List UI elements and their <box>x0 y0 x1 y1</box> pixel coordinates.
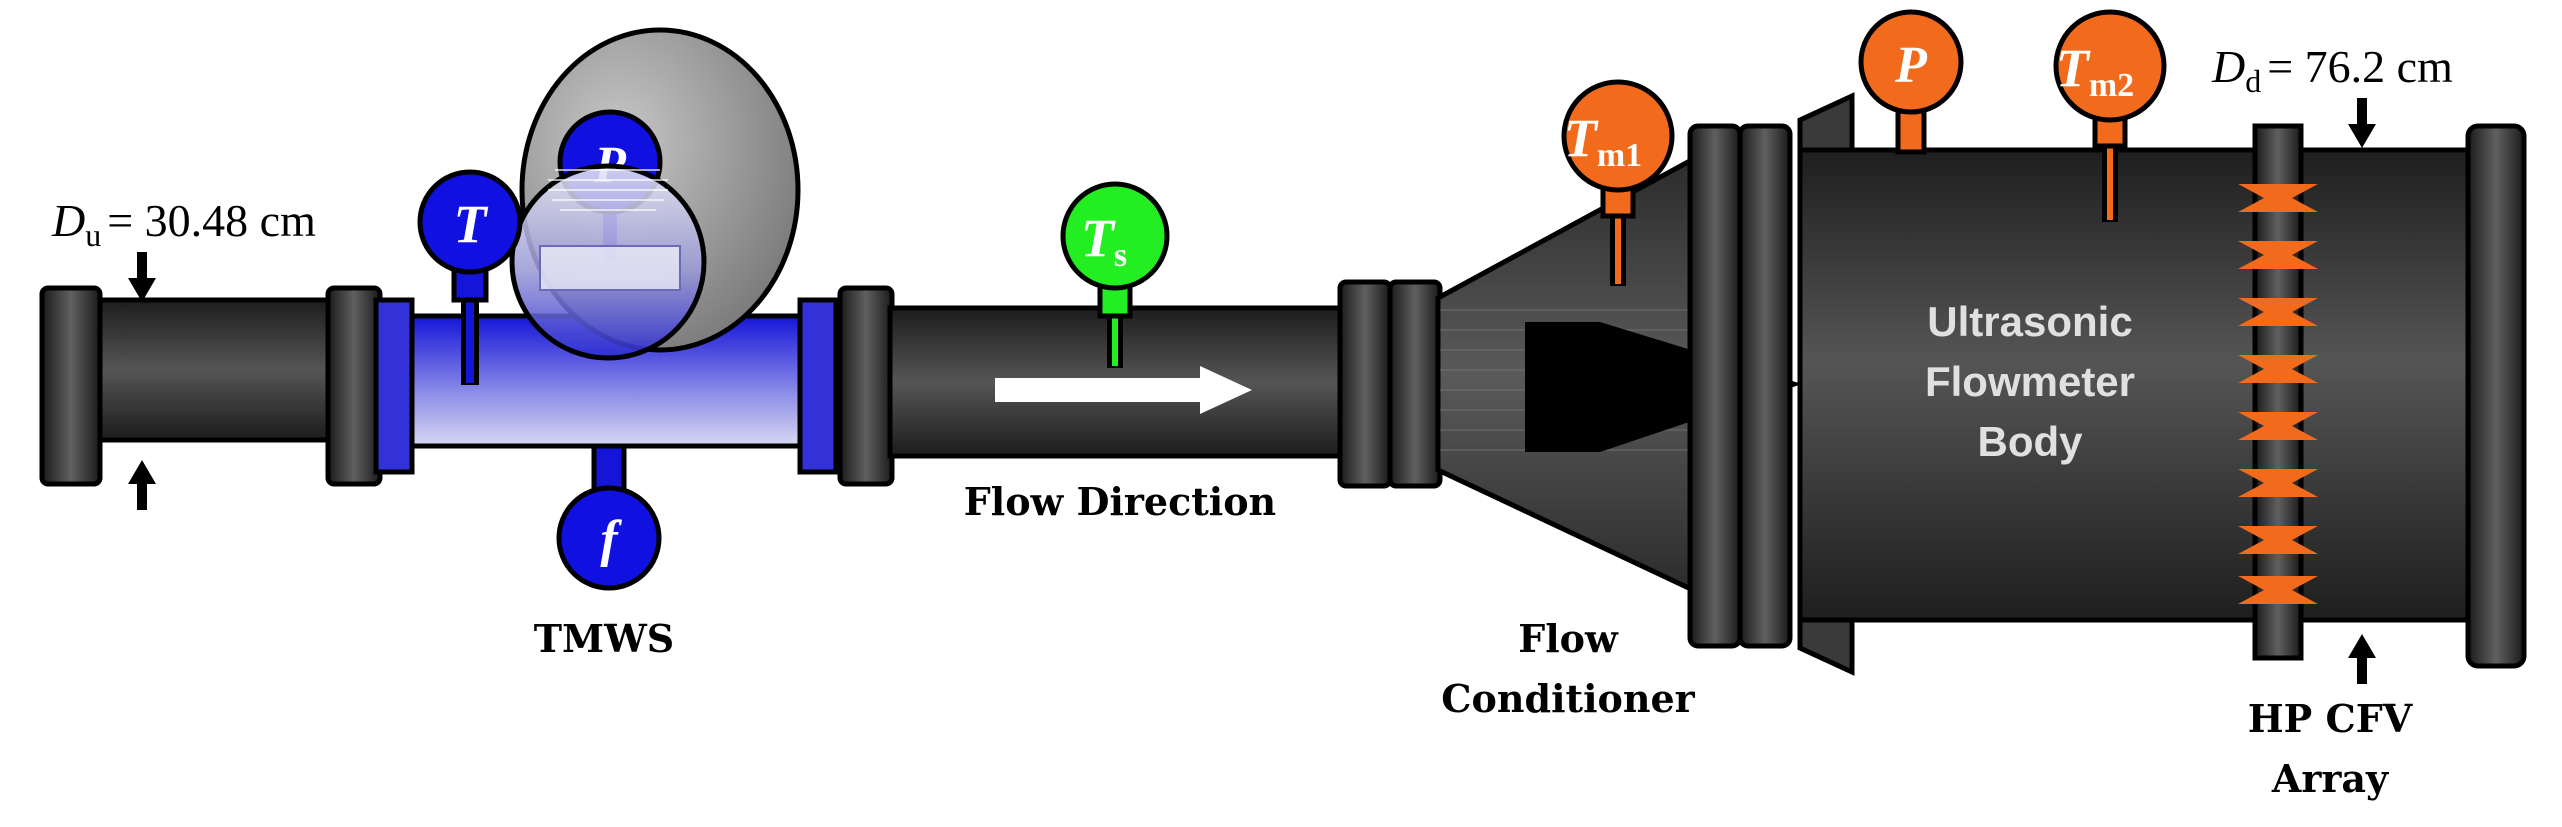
ts-label: Ts <box>1081 208 1127 274</box>
ufm-inlet-flange-2 <box>1737 123 1793 649</box>
tmws-display-window <box>539 245 681 291</box>
tmws-temp-sensor <box>417 169 523 275</box>
ultrasonic-flowmeter-body <box>1797 147 2493 623</box>
downstream-diameter-label: Dd= 76.2 cm <box>2211 41 2453 99</box>
upstream-diameter-arrow-top <box>128 252 156 302</box>
tm2-label: Tm2 <box>2056 38 2134 104</box>
flow-direction-caption: Flow Direction <box>964 479 1276 524</box>
ufm-pressure-label: P <box>1894 37 1928 94</box>
ufm-label-line3: Body <box>1978 418 2084 465</box>
ufm-outlet-flange <box>2465 123 2527 669</box>
flow-direction-arrow <box>995 366 1252 414</box>
tm2-sensor <box>2053 9 2167 123</box>
downstream-diameter-arrow-top <box>2348 98 2376 148</box>
inlet-flange <box>39 285 103 487</box>
conditioner-inlet-flange <box>1337 279 1393 489</box>
downstream-diameter-arrow-bottom <box>2348 634 2376 684</box>
flow-conditioner-caption-line1: Flow <box>1518 616 1619 661</box>
tmws-freq-fitting <box>591 443 627 495</box>
ufm-inlet-flange-1 <box>1687 123 1743 649</box>
tm1-sensor <box>1561 79 1675 193</box>
tmws-display-stripes <box>548 169 668 211</box>
tmws-outlet-flange <box>837 285 895 487</box>
flow-conditioner-caption-line2: Conditioner <box>1441 676 1695 721</box>
tmws-caption: TMWS <box>534 616 674 661</box>
upstream-diameter-arrow-bottom <box>128 460 156 510</box>
cfv-array-caption-line1: HP CFV <box>2248 696 2414 741</box>
tmws-freq-label: f <box>600 511 622 568</box>
tmws-temp-label: T <box>454 194 489 254</box>
ufm-label-line1: Ultrasonic <box>1927 298 2132 345</box>
upstream-diameter-label: Du= 30.48 cm <box>51 195 316 253</box>
tmws-outlet-flange-blue <box>797 297 839 475</box>
conditioner-inlet-flange-2 <box>1387 279 1443 489</box>
ufm-label-line2: Flowmeter <box>1925 358 2135 405</box>
flow-conditioner-element <box>1525 322 1802 452</box>
tmws-freq-sensor <box>556 485 662 591</box>
ts-sensor <box>1060 181 1170 291</box>
tmws-inlet-flange <box>325 285 383 487</box>
upstream-pipe <box>57 297 353 443</box>
cfv-array-plate <box>2252 123 2304 661</box>
tm1-label: Tm1 <box>1564 108 1642 174</box>
tmws-inlet-flange-blue <box>373 297 415 475</box>
cfv-array-caption-line2: Array <box>2271 756 2389 801</box>
ufm-pressure-sensor <box>1858 9 1964 115</box>
